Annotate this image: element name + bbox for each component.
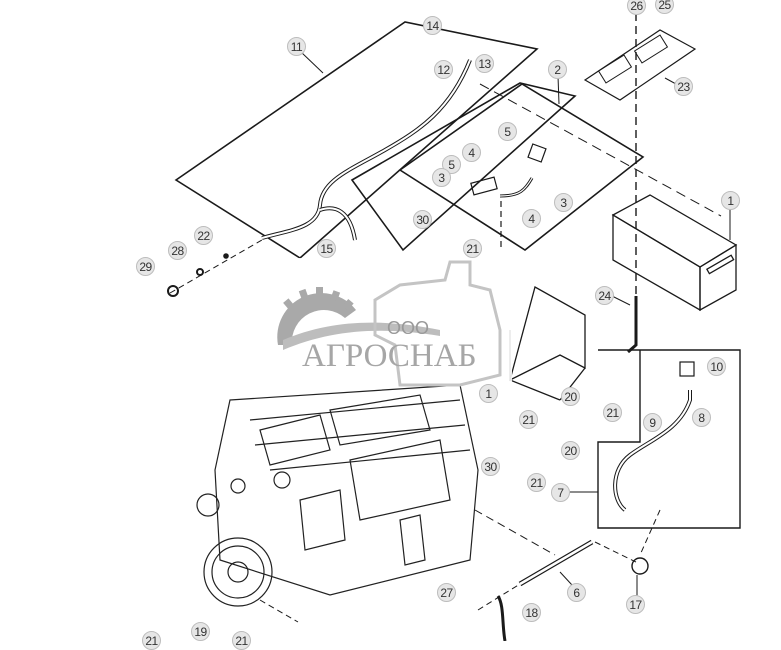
callout-20[interactable]: 20 xyxy=(561,441,580,460)
callout-6[interactable]: 6 xyxy=(567,583,586,602)
kit-frame-7 xyxy=(597,349,741,529)
gear-icon xyxy=(277,293,356,345)
callout-24[interactable]: 24 xyxy=(595,286,614,305)
cable-11 xyxy=(261,59,472,240)
cable-7 xyxy=(613,390,692,512)
callout-22[interactable]: 22 xyxy=(194,226,213,245)
callout-23[interactable]: 23 xyxy=(674,77,693,96)
callout-11[interactable]: 11 xyxy=(287,37,306,56)
callout-4[interactable]: 4 xyxy=(522,209,541,228)
callout-4[interactable]: 4 xyxy=(462,143,481,162)
callout-25[interactable]: 25 xyxy=(655,0,674,14)
callout-20[interactable]: 20 xyxy=(561,387,580,406)
watermark-prefix: ООО xyxy=(387,318,429,338)
callout-5[interactable]: 5 xyxy=(498,122,517,141)
callout-10[interactable]: 10 xyxy=(707,357,726,376)
switch-17 xyxy=(631,557,649,575)
battery-1-lower xyxy=(508,286,586,401)
callout-17[interactable]: 17 xyxy=(626,595,645,614)
combine-harvester-icon xyxy=(373,260,502,387)
callout-3[interactable]: 3 xyxy=(554,193,573,212)
watermark-logo xyxy=(262,258,512,387)
engine-block xyxy=(196,384,479,607)
watermark-name: АГРОСНАБ xyxy=(302,338,477,374)
battery-holddown-23 xyxy=(583,29,697,101)
callout-27[interactable]: 27 xyxy=(437,583,456,602)
callout-21[interactable]: 21 xyxy=(519,410,538,429)
battery-1-upper xyxy=(611,194,738,312)
callout-8[interactable]: 8 xyxy=(692,408,711,427)
callout-30[interactable]: 30 xyxy=(481,457,500,476)
callout-29[interactable]: 29 xyxy=(136,257,155,276)
callout-15[interactable]: 15 xyxy=(317,239,336,258)
callout-9[interactable]: 9 xyxy=(643,413,662,432)
callout-18[interactable]: 18 xyxy=(522,603,541,622)
callout-19[interactable]: 19 xyxy=(191,622,210,641)
kit-frame-inner xyxy=(398,83,645,251)
callout-30[interactable]: 30 xyxy=(413,210,432,229)
callout-2[interactable]: 2 xyxy=(548,60,567,79)
callout-21[interactable]: 21 xyxy=(603,403,622,422)
callout-21[interactable]: 21 xyxy=(463,239,482,258)
callout-3[interactable]: 3 xyxy=(432,168,451,187)
callout-14[interactable]: 14 xyxy=(423,16,442,35)
callout-7[interactable]: 7 xyxy=(551,483,570,502)
callout-21[interactable]: 21 xyxy=(527,473,546,492)
callout-1[interactable]: 1 xyxy=(479,384,498,403)
callout-28[interactable]: 28 xyxy=(168,241,187,260)
callout-12[interactable]: 12 xyxy=(434,60,453,79)
callout-26[interactable]: 26 xyxy=(627,0,646,15)
callout-13[interactable]: 13 xyxy=(475,54,494,73)
cable-18 xyxy=(496,595,507,641)
callout-1[interactable]: 1 xyxy=(721,191,740,210)
kit-frame-11 xyxy=(174,21,539,259)
kit-frame-2 xyxy=(350,82,577,252)
